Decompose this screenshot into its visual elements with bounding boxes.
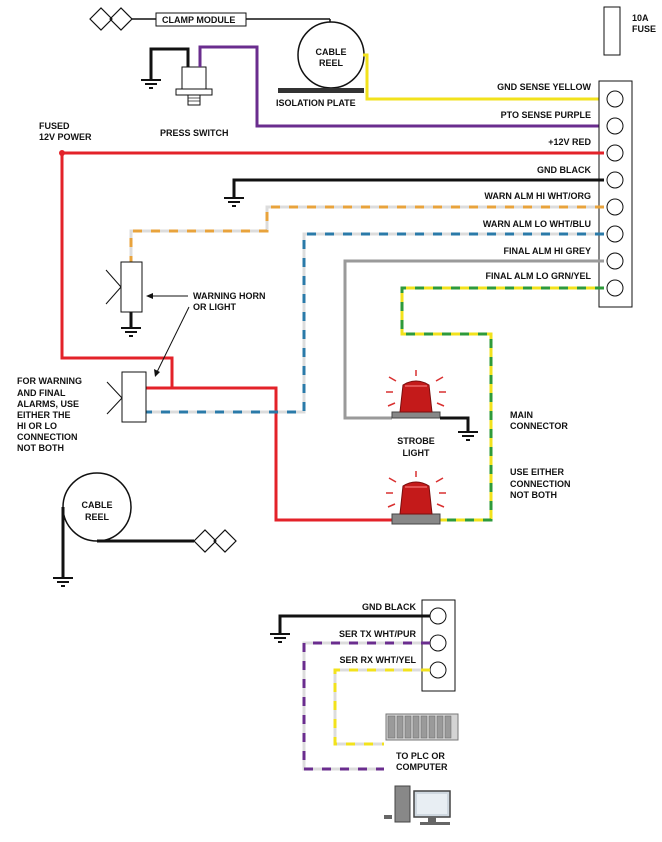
main-connector [598, 80, 633, 308]
strobe-light-icon [386, 471, 446, 525]
serial-connector-terminals [429, 607, 447, 679]
use-either-conn-label-2: CONNECTION [510, 479, 571, 489]
ground-icon [141, 79, 161, 89]
serial-label-rx: SER RX WHT/YEL [339, 655, 416, 665]
computer-icon [384, 785, 451, 825]
press-switch-icon [175, 66, 213, 106]
isolation-plate-label: ISOLATION PLATE [276, 98, 356, 108]
cable-reel-bottom-label-1: CABLE [82, 500, 113, 510]
cable-reel-top-label-1: CABLE [316, 47, 347, 57]
use-either-note-4: EITHER THE [17, 410, 71, 420]
cable-reel-top-label-2: REEL [319, 58, 344, 68]
clamp-connector-icon [89, 7, 133, 31]
terminal-label-pto-sense: PTO SENSE PURPLE [501, 110, 591, 120]
ground-icon [224, 197, 244, 207]
terminal-label-warn-lo: WARN ALM LO WHT/BLU [483, 219, 591, 229]
press-switch-label: PRESS SWITCH [160, 128, 229, 138]
clamp-connector-icon [193, 529, 237, 553]
cable-reel-bottom-label-2: REEL [85, 512, 110, 522]
terminal-label-12v: +12V RED [548, 137, 591, 147]
use-either-conn-label-3: NOT BOTH [510, 490, 557, 500]
terminal-label-gnd-sense: GND SENSE YELLOW [497, 82, 591, 92]
ground-icon [53, 577, 73, 587]
fused-power-label-1: FUSED [39, 121, 70, 131]
fused-power-label-2: 12V POWER [39, 132, 92, 142]
plc-icon [385, 713, 459, 741]
to-plc-label-2: COMPUTER [396, 762, 448, 772]
isolation-plate [278, 88, 364, 93]
main-connector-label-2: CONNECTOR [510, 421, 568, 431]
clamp-module-label: CLAMP MODULE [162, 15, 235, 25]
terminal-label-final-hi: FINAL ALM HI GREY [504, 246, 592, 256]
use-either-conn-label-1: USE EITHER [510, 467, 565, 477]
fuse-label-bottom: FUSE [632, 24, 656, 34]
use-either-note-7: NOT BOTH [17, 443, 64, 453]
serial-label-gnd: GND BLACK [362, 602, 416, 612]
use-either-note-2: AND FINAL [17, 388, 66, 398]
main-connector-label-1: MAIN [510, 410, 533, 420]
ground-icon [270, 633, 290, 643]
alarm-device-icon [106, 371, 147, 423]
serial-label-tx: SER TX WHT/PUR [339, 629, 417, 639]
to-plc-label-1: TO PLC OR [396, 751, 445, 761]
strobe-light-label-2: LIGHT [403, 448, 430, 458]
strobe-light-label-1: STROBE [397, 436, 435, 446]
ground-icon [121, 327, 141, 337]
use-either-note-3: ALARMS, USE [17, 399, 79, 409]
use-either-note-5: HI OR LO [17, 421, 57, 431]
strobe-light-icon [386, 370, 446, 419]
use-either-note-6: CONNECTION [17, 432, 78, 442]
terminal-label-warn-hi: WARN ALM HI WHT/ORG [484, 191, 591, 201]
warning-horn-label-1: WARNING HORN [193, 291, 266, 301]
use-either-note-1: FOR WARNING [17, 376, 82, 386]
warning-horn-label-2: OR LIGHT [193, 302, 236, 312]
main-connector-terminals [606, 90, 624, 297]
warning-horn-icon [105, 261, 143, 313]
ground-icon [458, 431, 478, 441]
terminal-label-final-lo: FINAL ALM LO GRN/YEL [486, 271, 592, 281]
terminal-label-gnd: GND BLACK [537, 165, 591, 175]
fuse-icon [603, 6, 621, 56]
fuse-label-top: 10A [632, 13, 649, 23]
